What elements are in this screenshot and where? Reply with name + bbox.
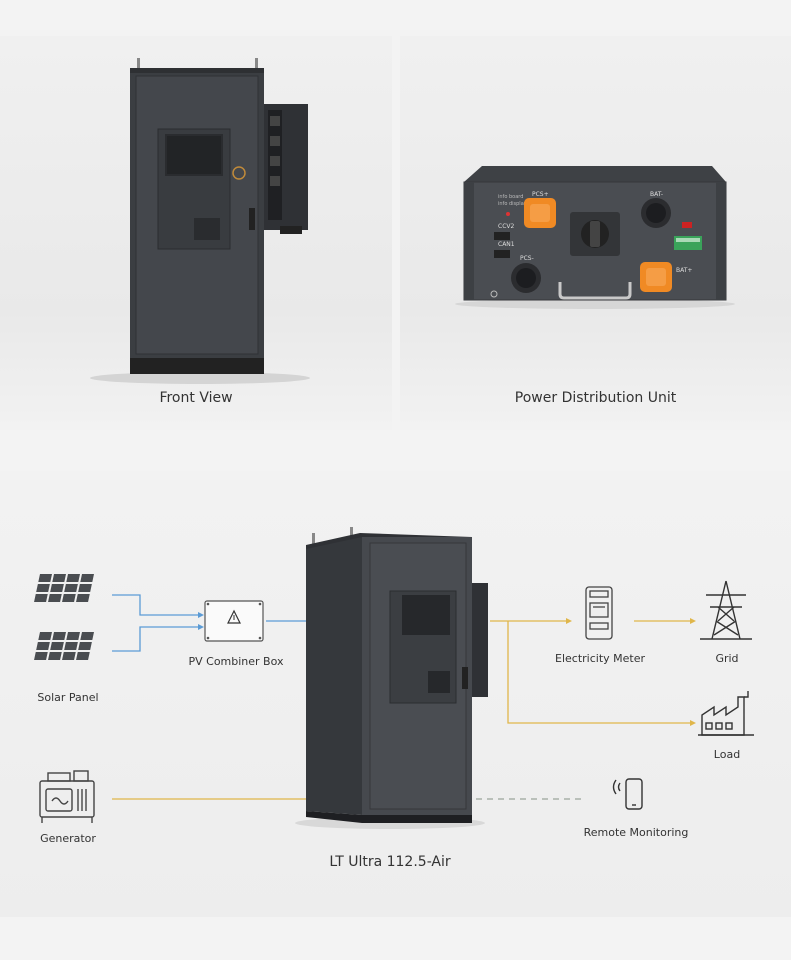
load-label: Load (713, 748, 741, 761)
pdu-caption: Power Distribution Unit (514, 390, 677, 406)
grid-tower-icon (700, 580, 752, 640)
svg-text:info display: info display (498, 201, 527, 207)
system-diagram-panel: Solar Panel PV Combiner Box Generator El… (0, 471, 791, 917)
can1-label: CAN1 (498, 241, 515, 248)
solar-panel-icon (34, 574, 95, 660)
pv-combiner-box-icon (204, 600, 264, 642)
load-factory-icon (698, 691, 754, 736)
pcs-pos-label: PCS+ (532, 191, 549, 198)
front-view-caption: Front View (159, 390, 233, 406)
pdu-illustration: info board info display CCV2 CAN1 PCS+ B… (455, 166, 735, 309)
phone-icon (612, 778, 643, 810)
electricity-meter-label: Electricity Meter (555, 652, 645, 665)
pcs-neg-label: PCS- (520, 255, 534, 262)
pdu-panel: info board info display CCV2 CAN1 PCS+ B… (400, 36, 791, 430)
bat-pos-label: BAT+ (676, 267, 692, 274)
solar-panel-label: Solar Panel (37, 691, 99, 704)
electricity-meter-icon (585, 586, 613, 640)
bat-neg-label: BAT- (650, 191, 663, 198)
product-label: LT Ultra 112.5-Air (329, 854, 451, 870)
front-view-panel: Front View (0, 36, 392, 430)
pv-connection-lines (112, 594, 306, 652)
grid-label: Grid (715, 652, 739, 665)
front-view-cabinet-illustration (90, 58, 310, 384)
power-connection-lines (490, 620, 690, 724)
remote-monitoring-label: Remote Monitoring (583, 826, 689, 839)
lt-ultra-cabinet-illustration (295, 527, 488, 829)
generator-label: Generator (40, 832, 96, 845)
system-diagram-canvas (34, 527, 754, 829)
can2-label: CCV2 (498, 223, 514, 230)
svg-text:info board: info board (498, 194, 523, 200)
generator-icon (39, 770, 95, 823)
pv-combiner-box-label: PV Combiner Box (188, 655, 284, 668)
